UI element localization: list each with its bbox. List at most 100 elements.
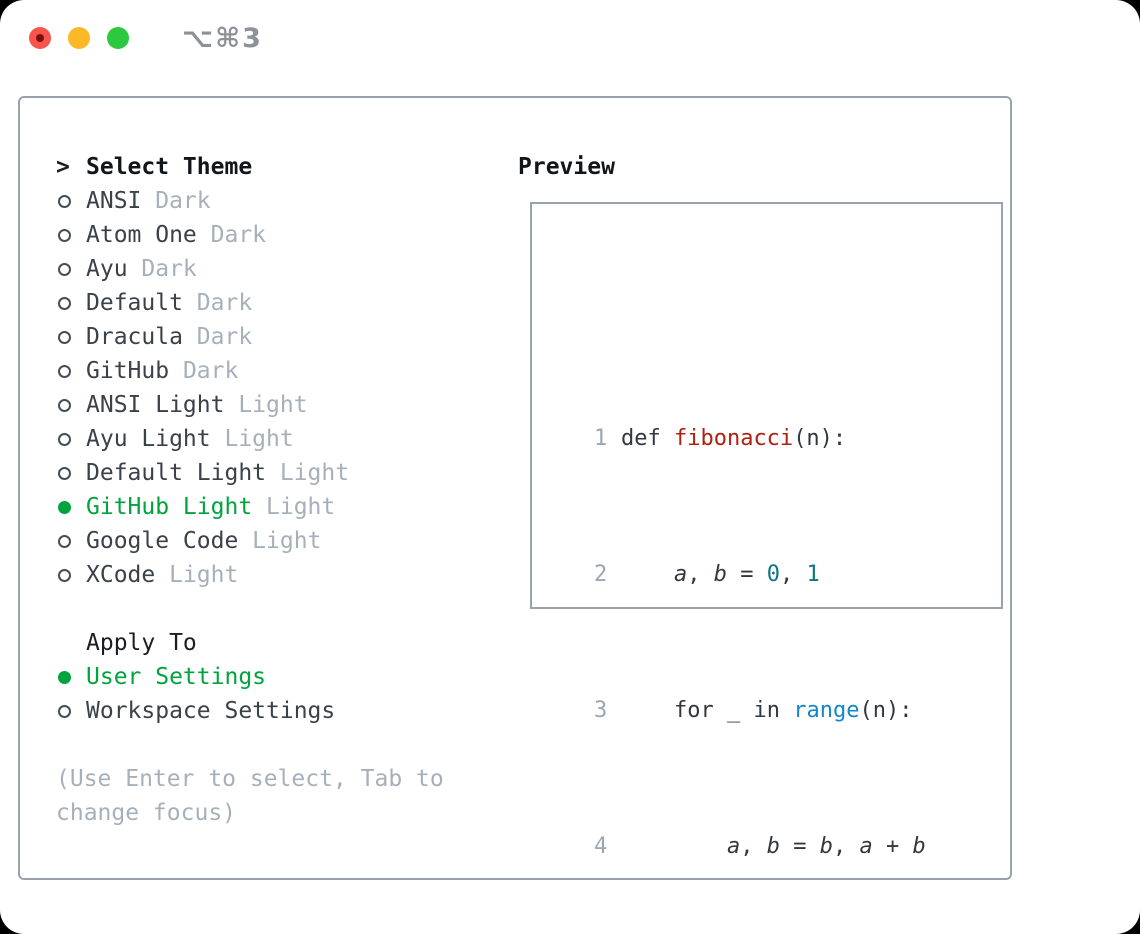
radio-icon: [58, 568, 71, 582]
code-segment-function: fibonacci: [673, 426, 794, 451]
theme-list-item[interactable]: GitHub Dark: [56, 354, 444, 388]
window-shortcut-label: ⌥⌘3: [182, 22, 263, 54]
hint-text: (Use Enter to select, Tab to change focu…: [56, 762, 444, 830]
theme-variant: Light: [224, 392, 308, 418]
code-segment-plain: _: [713, 698, 754, 723]
theme-name: ANSI Light: [86, 392, 225, 418]
theme-list-item[interactable]: Atom One Dark: [56, 218, 444, 252]
close-button-icon[interactable]: [29, 27, 51, 49]
theme-name: Default: [86, 290, 183, 316]
code-line: 4 a, b = b, a + b: [541, 796, 1032, 859]
theme-name: GitHub: [86, 358, 170, 384]
code-segment-variable: a: [726, 834, 741, 859]
code-segment-plain: =: [779, 834, 820, 859]
theme-list-item[interactable]: Ayu Dark: [56, 252, 444, 286]
theme-name: Ayu: [86, 256, 128, 282]
apply-to-option[interactable]: User Settings: [56, 660, 444, 694]
radio-icon: [58, 364, 71, 378]
code-line: 3 for _ in range(n):: [541, 660, 1032, 723]
theme-name: Dracula: [86, 324, 183, 350]
code-segment-plain: (n):: [859, 698, 913, 723]
theme-list-item[interactable]: Default Light Light: [56, 456, 444, 490]
radio-icon: [58, 398, 71, 412]
radio-icon: [58, 704, 71, 718]
code-segment-plain: +: [872, 834, 913, 859]
theme-variant: Light: [266, 460, 350, 486]
theme-name: ANSI: [86, 188, 142, 214]
code-segment-plain: [621, 834, 727, 859]
radio-icon: [58, 194, 71, 208]
theme-list-item[interactable]: Google Code Light: [56, 524, 444, 558]
theme-variant: Light: [238, 528, 322, 554]
code-line: 2 a, b = 0, 1: [541, 524, 1032, 587]
theme-variant: Light: [210, 426, 294, 452]
code-segment-plain: [621, 562, 674, 587]
code-segment-variable: b: [713, 562, 727, 587]
code-text: a, b = 0, 1: [621, 562, 820, 587]
theme-name: Atom One: [86, 222, 197, 248]
radio-icon: [58, 500, 71, 514]
theme-variant: Dark: [182, 324, 253, 350]
theme-name: XCode: [86, 562, 156, 588]
zoom-button-icon[interactable]: [107, 27, 129, 49]
theme-variant: Dark: [141, 188, 211, 214]
theme-list-item[interactable]: ANSI Dark: [56, 184, 444, 218]
apply-to-option[interactable]: Workspace Settings: [56, 694, 444, 728]
code-segment-variable: b: [912, 834, 926, 859]
radio-icon: [58, 330, 71, 344]
theme-name: Workspace Settings: [86, 698, 336, 724]
code-segment-plain: (n):: [793, 426, 847, 451]
hint-line-1: (Use Enter to select, Tab to: [56, 766, 444, 792]
apply-to-header-row: Apply To: [56, 626, 444, 660]
theme-list-item[interactable]: Dracula Dark: [56, 320, 444, 354]
code-segment-number: 0: [766, 562, 780, 587]
theme-list-column: > Select Theme ANSI Dark Atom One Dark A…: [56, 150, 444, 830]
code-segment-plain: ,: [740, 834, 767, 859]
radio-icon: [58, 432, 71, 446]
code-segment-plain: ,: [779, 562, 807, 587]
theme-picker-panel: > Select Theme ANSI Dark Atom One Dark A…: [18, 96, 1012, 880]
code-segment-keyword: in: [753, 698, 780, 723]
radio-icon: [58, 466, 71, 480]
select-theme-header: Select Theme: [86, 154, 253, 180]
radio-icon: [58, 296, 71, 310]
prompt-cursor-icon: >: [56, 154, 70, 180]
code-text: for _ in range(n):: [621, 698, 912, 723]
theme-variant: Light: [252, 494, 336, 520]
code-segment-variable: b: [819, 834, 833, 859]
theme-variant: Dark: [182, 290, 253, 316]
line-number: 1: [593, 426, 608, 451]
theme-list-item[interactable]: XCode Light: [56, 558, 444, 592]
theme-list: ANSI Dark Atom One Dark Ayu Dark Default…: [56, 184, 444, 592]
theme-name: Default Light: [86, 460, 267, 486]
theme-list-item[interactable]: GitHub Light Light: [56, 490, 444, 524]
code-segment-keyword: def: [620, 426, 674, 451]
code-segment-keyword: for: [673, 698, 714, 723]
apply-to-list: User Settings Workspace Settings: [56, 660, 444, 728]
radio-icon: [58, 228, 71, 242]
code-segment-number: 1: [806, 562, 820, 587]
theme-list-item[interactable]: Default Dark: [56, 286, 444, 320]
code-segment-variable: a: [859, 834, 873, 859]
code-text: a, b = b, a + b: [621, 834, 926, 859]
theme-list-item[interactable]: Ayu Light Light: [56, 422, 444, 456]
minimize-button-icon[interactable]: [68, 27, 90, 49]
code-text: def fibonacci(n):: [621, 426, 846, 451]
radio-icon: [58, 670, 71, 684]
radio-icon: [58, 534, 71, 548]
code-segment-variable: a: [673, 562, 688, 587]
code-segment-plain: ,: [687, 562, 714, 587]
apply-to-header: Apply To: [86, 630, 197, 656]
theme-name: Ayu Light: [86, 426, 211, 452]
line-number: 2: [593, 562, 608, 587]
code-segment-plain: =: [726, 562, 767, 587]
theme-list-item[interactable]: ANSI Light Light: [56, 388, 444, 422]
line-number: 4: [593, 834, 608, 859]
line-number: 3: [593, 698, 608, 723]
theme-name: Google Code: [86, 528, 239, 554]
code-segment-plain: [780, 698, 793, 723]
preview-header: Preview: [518, 154, 615, 180]
